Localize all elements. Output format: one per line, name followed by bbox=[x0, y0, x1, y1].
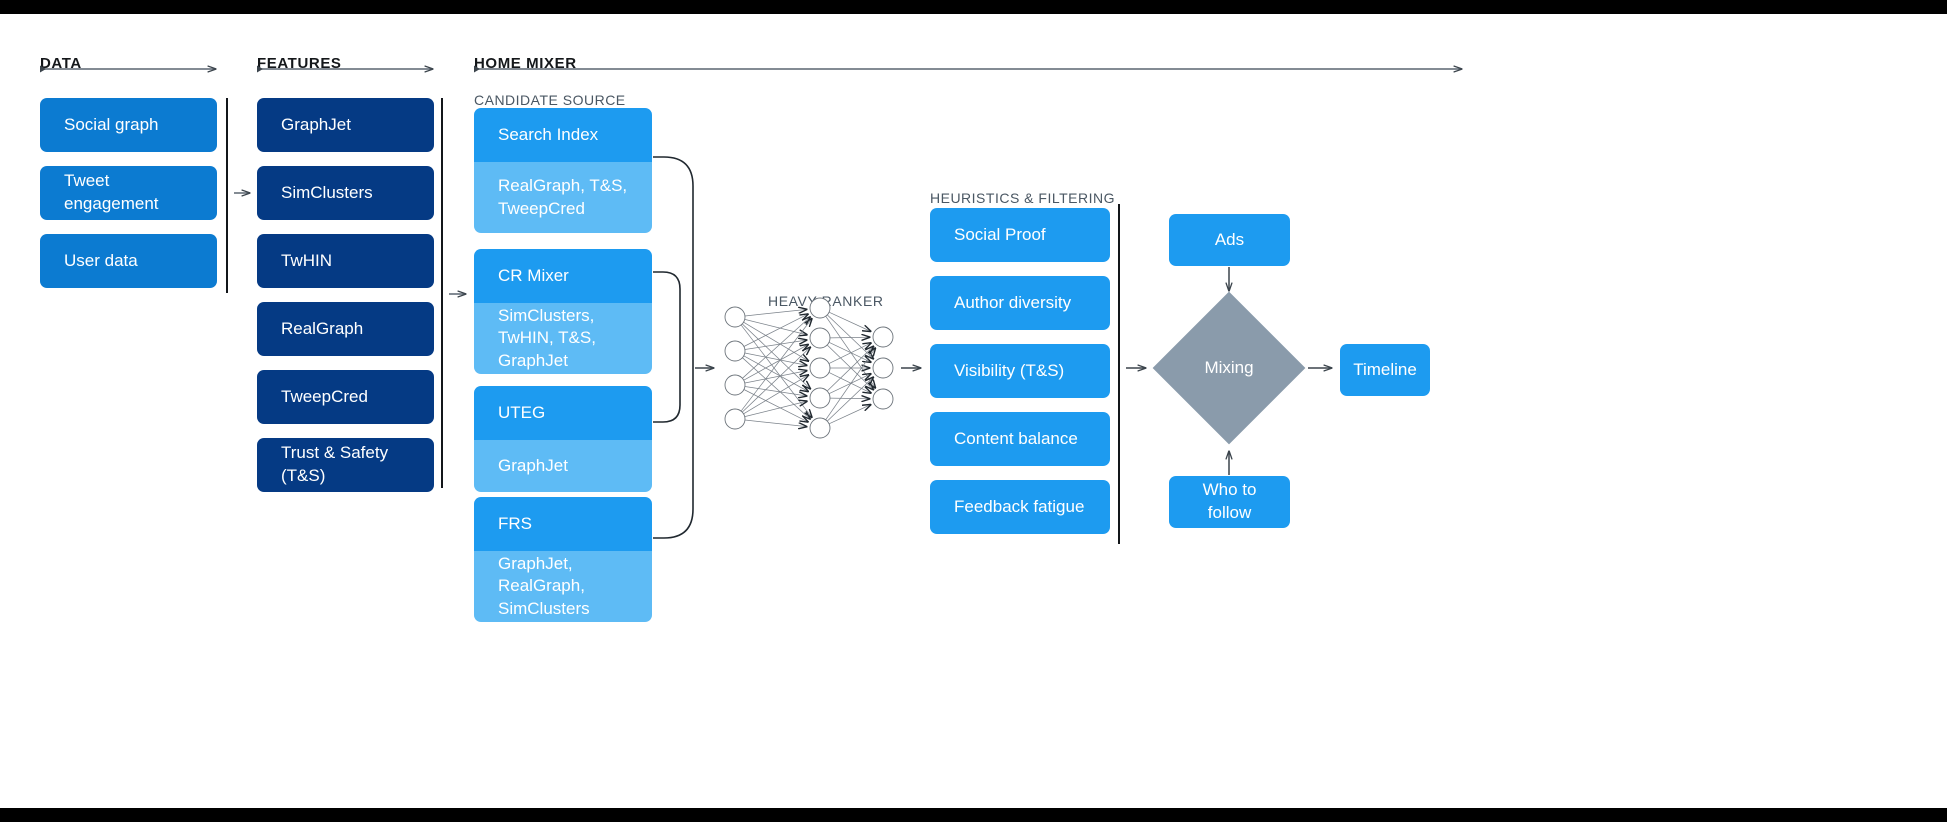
top-letterbox-bar bbox=[0, 0, 1947, 14]
label-candidate-source: CANDIDATE SOURCE bbox=[474, 92, 626, 108]
heuristic-box-content-balance[interactable]: Content balance bbox=[930, 412, 1110, 466]
mixing-box-ads[interactable]: Ads bbox=[1169, 214, 1290, 266]
candidate-source-name: UTEG bbox=[474, 386, 652, 440]
mixing-box-who-to-follow[interactable]: Who to follow bbox=[1169, 476, 1290, 528]
neuron-node bbox=[809, 387, 831, 409]
heuristic-box-visibility[interactable]: Visibility (T&S) bbox=[930, 344, 1110, 398]
feature-box-trust-safety[interactable]: Trust & Safety (T&S) bbox=[257, 438, 434, 492]
data-box-user-data[interactable]: User data bbox=[40, 234, 217, 288]
neuron-node bbox=[809, 327, 831, 349]
section-title-data: DATA bbox=[40, 55, 82, 72]
neuron-node bbox=[724, 408, 746, 430]
axis-arrow-home-mixer bbox=[474, 65, 1462, 73]
neuron-node bbox=[809, 357, 831, 379]
mixing-label: Mixing bbox=[1204, 358, 1254, 377]
feature-box-simclusters[interactable]: SimClusters bbox=[257, 166, 434, 220]
data-box-tweet-engagement[interactable]: Tweet engagement bbox=[40, 166, 217, 220]
label-heuristics-filtering: HEURISTICS & FILTERING bbox=[930, 190, 1115, 206]
mixing-box-timeline[interactable]: Timeline bbox=[1340, 344, 1430, 396]
heuristic-box-author-diversity[interactable]: Author diversity bbox=[930, 276, 1110, 330]
candidate-source-card-search-index[interactable]: Search Index RealGraph, T&S, TweepCred bbox=[474, 108, 652, 233]
divider-features-homemixer bbox=[441, 98, 443, 488]
candidate-source-card-uteg[interactable]: UTEG GraphJet bbox=[474, 386, 652, 492]
divider-data-features bbox=[226, 98, 228, 293]
candidate-source-name: CR Mixer bbox=[474, 249, 652, 303]
bracket-outer-candidates bbox=[653, 156, 694, 539]
feature-box-graphjet[interactable]: GraphJet bbox=[257, 98, 434, 152]
data-box-social-graph[interactable]: Social graph bbox=[40, 98, 217, 152]
section-title-features: FEATURES bbox=[257, 55, 342, 72]
section-title-home-mixer: HOME MIXER bbox=[474, 55, 577, 72]
heuristic-box-social-proof[interactable]: Social Proof bbox=[930, 208, 1110, 262]
bracket-inner-candidates bbox=[653, 271, 681, 423]
divider-heuristics-mixing bbox=[1118, 204, 1120, 544]
feature-box-tweepcred[interactable]: TweepCred bbox=[257, 370, 434, 424]
candidate-source-card-cr-mixer[interactable]: CR Mixer SimClusters, TwHIN, T&S, GraphJ… bbox=[474, 249, 652, 374]
heavy-ranker-network bbox=[740, 309, 875, 426]
neuron-node bbox=[724, 340, 746, 362]
candidate-source-features: GraphJet, RealGraph, SimClusters bbox=[474, 551, 652, 622]
bottom-letterbox-bar bbox=[0, 808, 1947, 822]
candidate-source-features: RealGraph, T&S, TweepCred bbox=[474, 162, 652, 233]
neuron-node bbox=[724, 306, 746, 328]
neuron-node bbox=[724, 374, 746, 396]
candidate-source-name: Search Index bbox=[474, 108, 652, 162]
diagram-canvas: DATA FEATURES HOME MIXER CANDIDATE SOURC… bbox=[0, 14, 1947, 808]
feature-box-twhin[interactable]: TwHIN bbox=[257, 234, 434, 288]
candidate-source-features: SimClusters, TwHIN, T&S, GraphJet bbox=[474, 303, 652, 374]
label-heavy-ranker: HEAVY RANKER bbox=[768, 293, 884, 309]
mixing-diamond[interactable]: Mixing bbox=[1152, 291, 1306, 445]
candidate-source-card-frs[interactable]: FRS GraphJet, RealGraph, SimClusters bbox=[474, 497, 652, 622]
candidate-source-name: FRS bbox=[474, 497, 652, 551]
candidate-source-features: GraphJet bbox=[474, 440, 652, 492]
feature-box-realgraph[interactable]: RealGraph bbox=[257, 302, 434, 356]
neuron-node bbox=[872, 357, 894, 379]
neuron-node bbox=[872, 326, 894, 348]
heavy-ranker-nodes bbox=[724, 297, 894, 439]
heuristic-box-feedback-fatigue[interactable]: Feedback fatigue bbox=[930, 480, 1110, 534]
neuron-node bbox=[872, 388, 894, 410]
neuron-node bbox=[809, 417, 831, 439]
